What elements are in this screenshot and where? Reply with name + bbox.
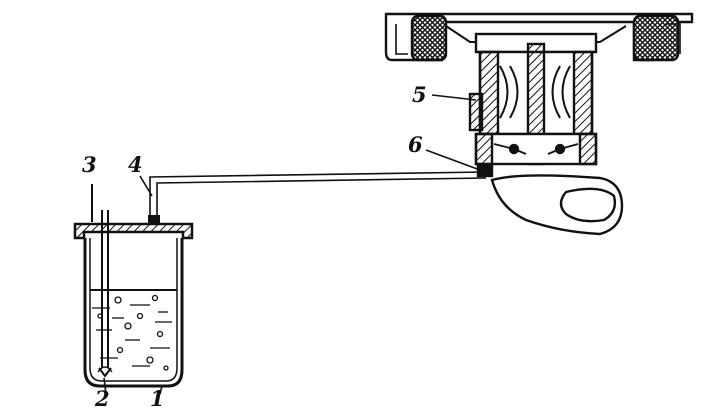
label-3: 3: [82, 152, 97, 177]
label-5: 5: [412, 82, 427, 107]
label-6: 6: [408, 132, 423, 157]
label-2: 2: [95, 386, 110, 411]
leader-lines: [103, 94, 481, 395]
liquid: [90, 289, 177, 371]
finger: [490, 174, 624, 236]
atomizer-device: [384, 12, 694, 178]
label-1: 1: [150, 386, 165, 411]
label-4: 4: [128, 152, 143, 177]
dip-tube: [97, 210, 113, 378]
lid-fitting: [148, 215, 160, 225]
liquid-jar: [73, 222, 194, 388]
connecting-tube: [149, 171, 487, 215]
